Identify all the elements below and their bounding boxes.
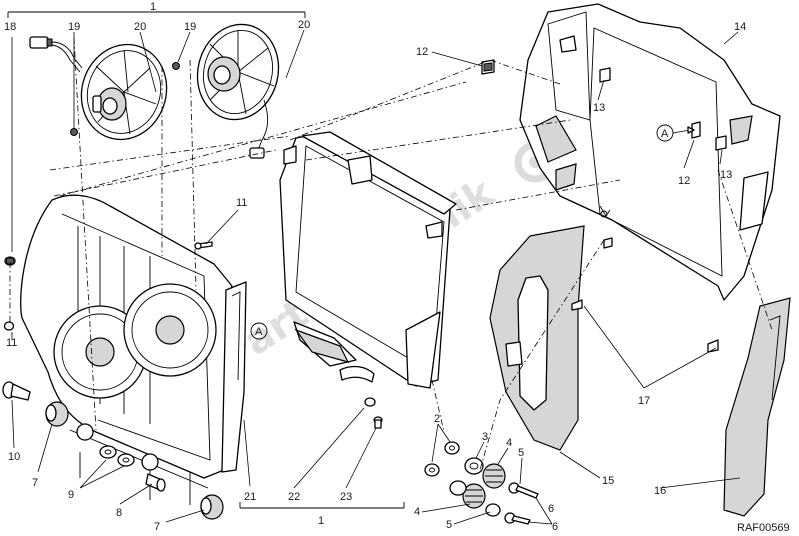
clip-part-12: [481, 59, 701, 139]
drawing-code: RAF00569: [737, 522, 790, 534]
callout-13-right: 13: [720, 169, 732, 181]
washer-part-22: [364, 397, 376, 407]
callout-2: 2: [434, 413, 440, 425]
callout-11-screw: 11: [236, 197, 247, 209]
fairing-panel-part-16: [723, 297, 791, 517]
callout-11-grommet: 11: [6, 337, 17, 349]
radiator-cover-part-14: [519, 3, 781, 301]
callout-6-lower: 6: [552, 521, 558, 533]
callout-15: 15: [602, 475, 614, 487]
view-ref-a-right-label: A: [661, 128, 669, 140]
spacer-part-8: [145, 473, 166, 492]
callout-6-upper: 6: [548, 503, 554, 515]
view-ref-a-left: A: [250, 322, 268, 340]
leader-lines: [11, 29, 741, 525]
callout-4-left: 4: [414, 506, 420, 518]
ring-part-5: [449, 480, 501, 517]
clip-part-13: [599, 67, 727, 151]
callout-5-upper: 5: [518, 447, 524, 459]
hose-part-22: [339, 365, 375, 383]
callout-18: 18: [4, 21, 16, 33]
callout-19-right: 19: [184, 21, 196, 33]
radiator-core: [279, 131, 457, 389]
washer-part-2: [424, 441, 460, 477]
damper-part-7-lower: [200, 494, 224, 520]
grommet-part-3: [464, 457, 484, 475]
side-panel-part-21: [221, 281, 247, 473]
view-ref-a-right: A: [656, 124, 695, 142]
callout-4-right: 4: [506, 437, 512, 449]
callout-20-left: 20: [134, 21, 146, 33]
callout-23: 23: [340, 491, 352, 503]
callout-7-lower: 7: [154, 521, 160, 533]
side-deflector-part-15: [489, 225, 585, 451]
group-bracket-bottom: [239, 502, 405, 509]
callout-3: 3: [482, 431, 488, 443]
callout-12-right: 12: [678, 175, 690, 187]
callout-10: 10: [8, 451, 20, 463]
pin-part-10: [2, 381, 31, 401]
callout-7-upper: 7: [32, 477, 38, 489]
washer-part-9: [99, 445, 135, 467]
screw-part-11: [194, 241, 213, 250]
callout-5-lower: 5: [446, 519, 452, 531]
fan-screw-part-19: [70, 62, 180, 136]
callout-8: 8: [116, 507, 122, 519]
callout-9: 9: [68, 489, 74, 501]
group-bracket-top: [7, 11, 306, 18]
bolt-part-6: [504, 482, 539, 525]
callout-13-left: 13: [593, 102, 605, 114]
damper-part-4: [462, 463, 506, 509]
callout-1-top: 1: [150, 1, 156, 13]
callout-labels: 1 18 19 20 19 20 12 14 13 13 12 11 11 10…: [4, 1, 746, 533]
callout-14: 14: [734, 21, 746, 33]
connector-part-18: [29, 36, 83, 73]
callout-1-bottom: 1: [318, 515, 324, 527]
callout-21: 21: [244, 491, 256, 503]
screw-part-17: [571, 237, 719, 353]
callout-12-top: 12: [416, 46, 428, 58]
callout-17: 17: [638, 395, 650, 407]
fan-shroud-assembly: [20, 194, 233, 505]
callout-22: 22: [288, 491, 300, 503]
assembly-axis-lines: [9, 37, 773, 471]
grommet-part-11-lower: [3, 321, 15, 331]
view-ref-a-left-label: A: [255, 326, 263, 338]
cooling-fan-right-part-20: [196, 23, 280, 159]
callout-20-right: 20: [298, 19, 310, 31]
screw-part-23: [373, 416, 383, 429]
cooling-fan-left-part-20: [80, 43, 168, 141]
callout-19-left: 19: [68, 21, 80, 33]
callout-16: 16: [654, 485, 666, 497]
damper-part-7-upper: [45, 401, 69, 427]
